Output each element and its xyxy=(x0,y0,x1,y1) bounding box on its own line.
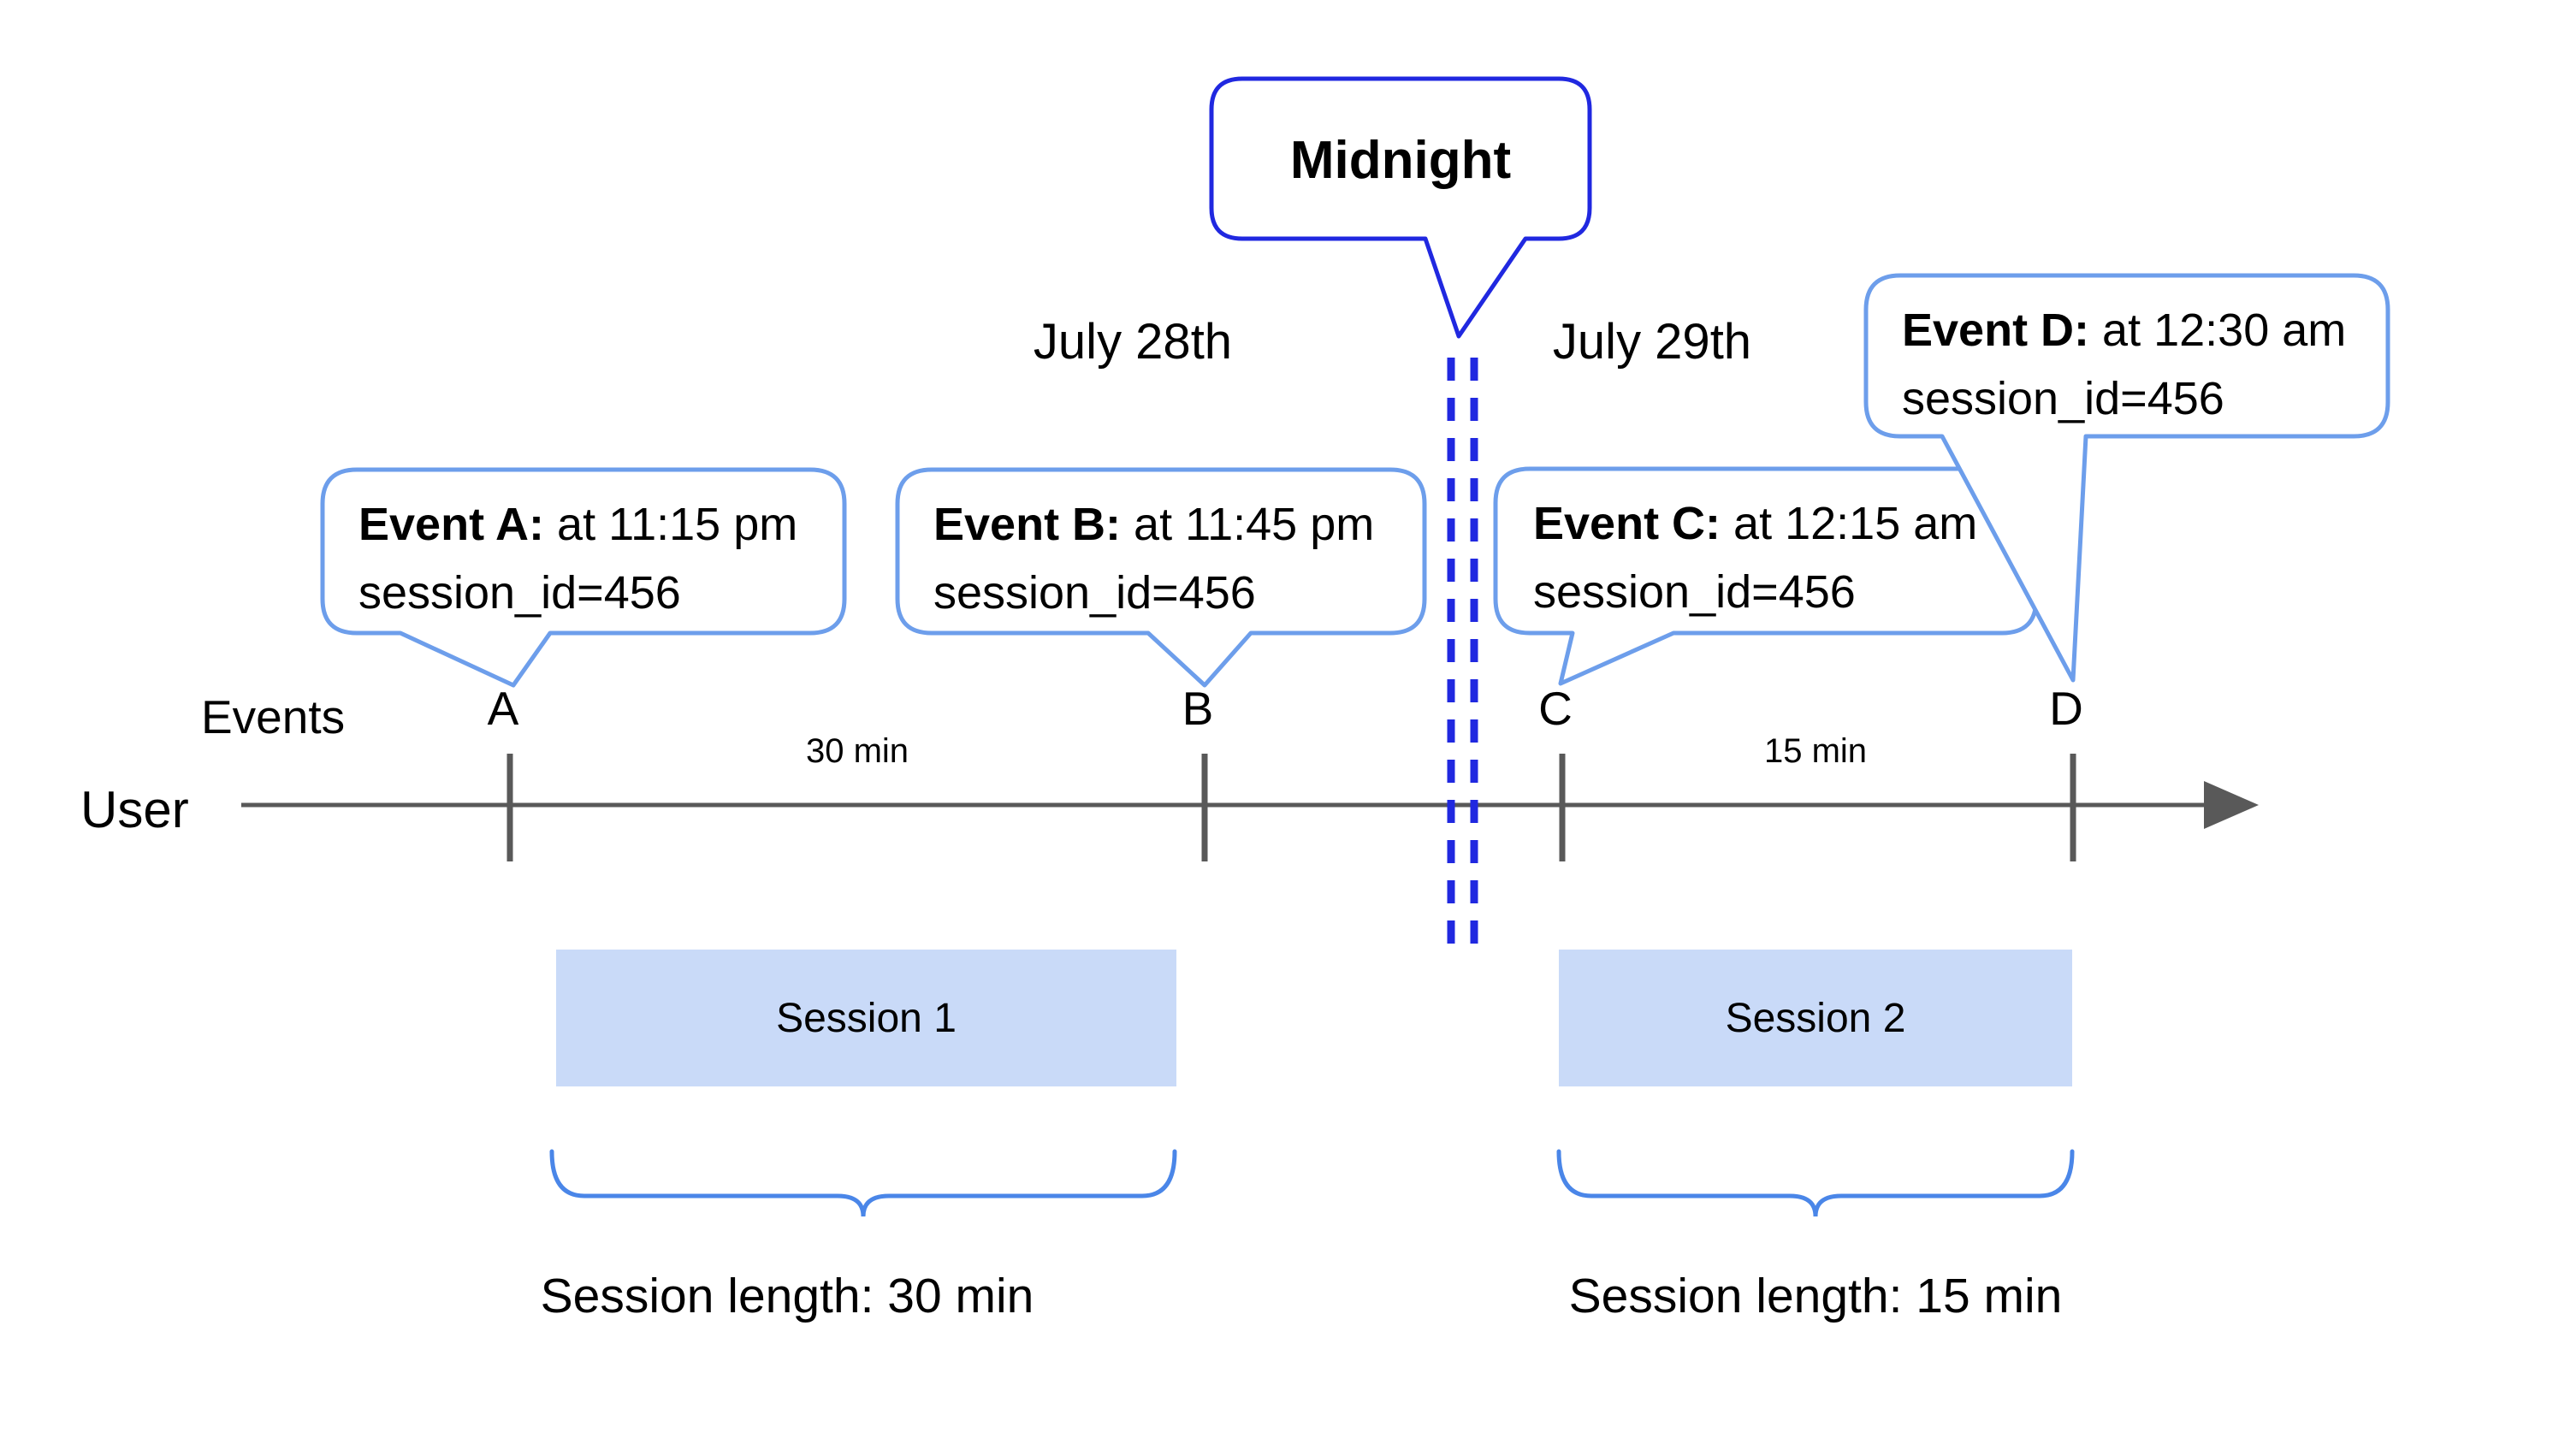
event-letter-c: C xyxy=(1538,682,1573,735)
event-a-callout-bubble xyxy=(320,467,847,688)
event-c-callout-line2: session_id=456 xyxy=(1533,566,1856,618)
session-2-box: Session 2 xyxy=(1559,950,2072,1086)
event-d-callout-text: Event D: at 12:30 am session_id=456 xyxy=(1902,296,2346,433)
midnight-callout-label: Midnight xyxy=(1289,131,1512,190)
session-2-length-label: Session length: 15 min xyxy=(1568,1269,2063,1323)
interval-label-30min: 30 min xyxy=(805,732,909,770)
date-label-july-28: July 28th xyxy=(1033,314,1233,370)
user-axis-label: User xyxy=(80,781,189,838)
session-2-label: Session 2 xyxy=(1725,995,1906,1041)
event-c-callout-line1: Event C: at 12:15 am xyxy=(1533,498,1978,549)
interval-label-15min: 15 min xyxy=(1763,732,1868,770)
event-c-callout-text: Event C: at 12:15 am session_id=456 xyxy=(1533,489,1977,626)
event-letter-d: D xyxy=(2049,682,2083,735)
event-b-callout-text: Event B: at 11:45 pm session_id=456 xyxy=(933,490,1374,627)
event-letter-a: A xyxy=(487,682,519,735)
event-d-callout-line2: session_id=456 xyxy=(1902,373,2224,424)
midnight-callout-bubble xyxy=(1209,76,1592,339)
session-1-length-label: Session length: 30 min xyxy=(540,1269,1034,1323)
event-d-callout-bubble xyxy=(1863,273,2390,683)
session-1-brace xyxy=(549,1149,1177,1217)
event-a-callout-line2: session_id=456 xyxy=(358,567,681,619)
timeline-arrowhead xyxy=(2204,781,2259,829)
event-b-callout-line1: Event B: at 11:45 pm xyxy=(933,499,1375,550)
date-label-july-29: July 29th xyxy=(1552,314,1752,370)
event-d-callout-line1: Event D: at 12:30 am xyxy=(1902,305,2347,356)
session-1-box: Session 1 xyxy=(556,950,1176,1086)
event-a-callout-line1: Event A: at 11:15 pm xyxy=(358,499,798,550)
session-1-label: Session 1 xyxy=(776,995,957,1041)
events-axis-label: Events xyxy=(201,690,346,743)
event-b-callout-line2: session_id=456 xyxy=(933,567,1256,619)
event-a-callout-text: Event A: at 11:15 pm session_id=456 xyxy=(358,490,797,627)
event-b-callout-bubble xyxy=(895,467,1427,688)
session-2-brace xyxy=(1556,1149,2075,1217)
event-letter-b: B xyxy=(1182,682,1214,735)
